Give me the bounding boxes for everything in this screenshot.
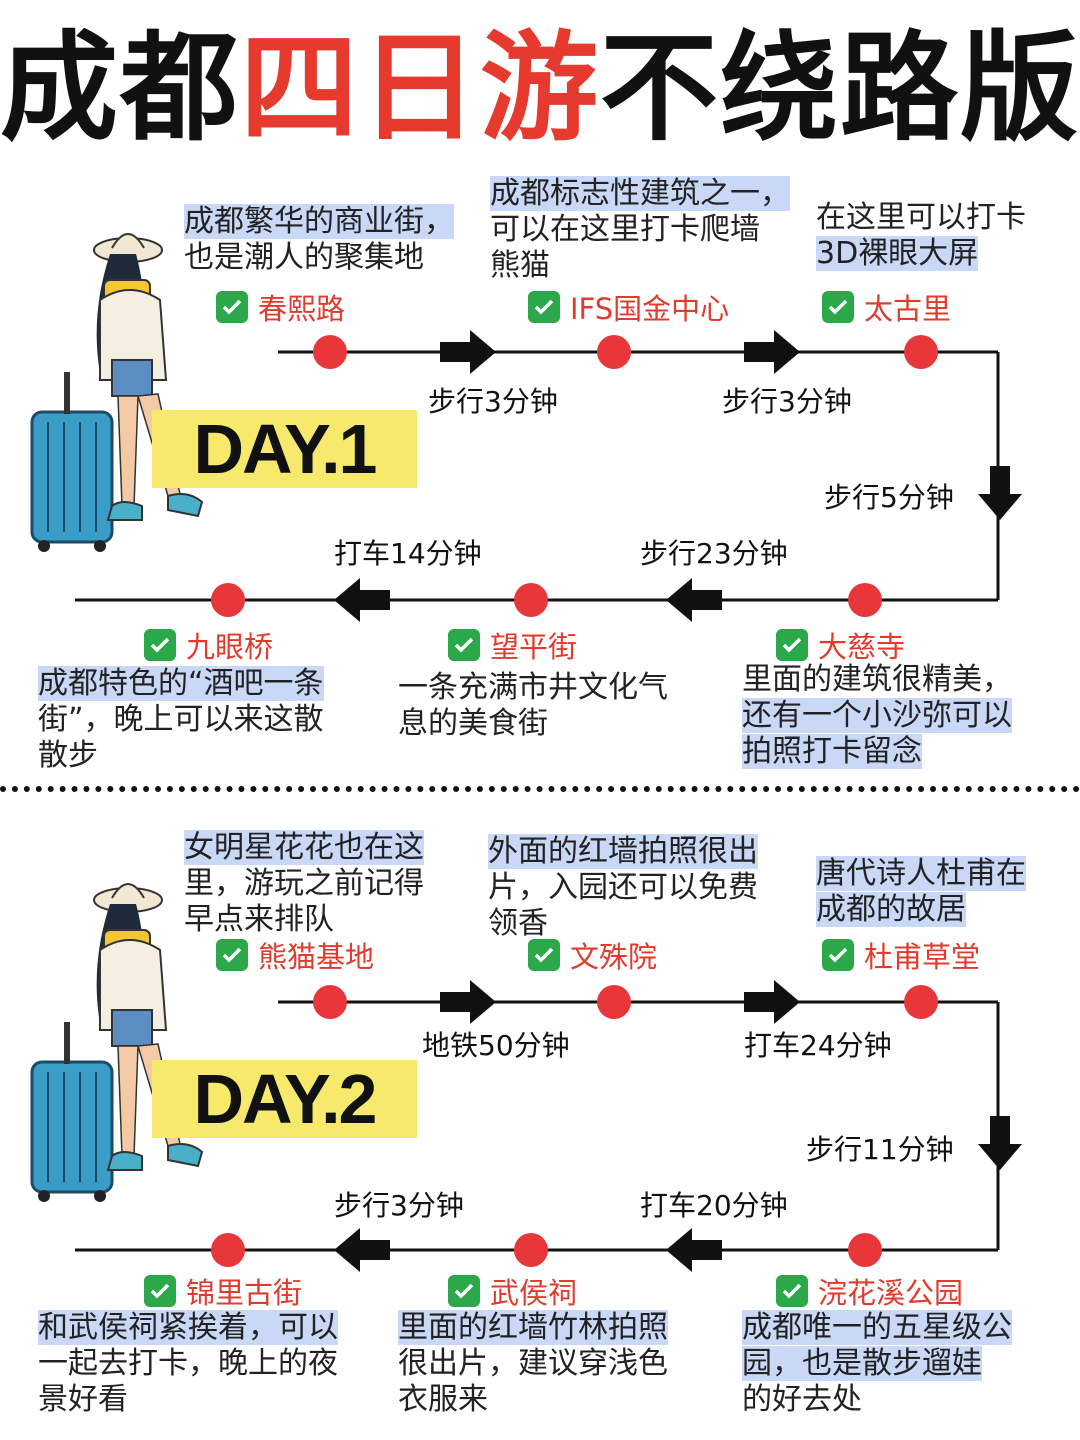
stop-name: 太古里 xyxy=(822,286,951,328)
arrow-left-icon xyxy=(666,1228,722,1272)
arrow-down-icon xyxy=(978,1116,1022,1170)
title-part3: 不绕路版 xyxy=(600,19,1080,157)
stop-name: 文殊院 xyxy=(528,934,657,976)
stop-dot xyxy=(211,1233,245,1267)
stop-description: 成都特色的“酒吧一条街”，晚上可以来这散散步 xyxy=(38,666,324,773)
checkmark-icon xyxy=(822,291,854,323)
day-label: DAY.1 xyxy=(152,410,417,488)
stop-name: 大慈寺 xyxy=(776,624,905,666)
arrow-right-icon xyxy=(744,330,800,374)
stop-dot xyxy=(848,1233,882,1267)
day-1-route xyxy=(30,233,1022,622)
stop-dot xyxy=(514,1233,548,1267)
stop-description: 里面的建筑很精美，还有一个小沙弥可以拍照打卡留念 xyxy=(742,662,1012,769)
arrow-right-icon xyxy=(440,330,496,374)
title-part1: 成都 xyxy=(0,19,241,157)
stop-description: 里面的红墙竹林拍照很出片，建议穿浅色衣服来 xyxy=(398,1310,668,1417)
stop-dot xyxy=(904,335,938,369)
transport-time: 打车14分钟 xyxy=(334,537,482,570)
checkmark-icon xyxy=(216,939,248,971)
arrow-right-icon xyxy=(744,980,800,1024)
stop-name: 九眼桥 xyxy=(144,624,273,666)
stop-dot xyxy=(597,985,631,1019)
stop-dot xyxy=(904,985,938,1019)
transport-time: 步行3分钟 xyxy=(334,1189,464,1222)
page-title: 成都四日游不绕路版 xyxy=(0,18,1080,158)
day-label: DAY.2 xyxy=(152,1060,417,1138)
stop-description: 成都唯一的五星级公园，也是散步遛娃的好去处 xyxy=(742,1310,1012,1417)
traveler-illustration xyxy=(30,233,204,552)
stop-description: 一条充满市井文化气息的美食街 xyxy=(398,670,668,741)
traveler-illustration xyxy=(30,883,204,1202)
stop-dot xyxy=(313,335,347,369)
transport-time: 步行3分钟 xyxy=(428,385,558,418)
stop-dot xyxy=(211,583,245,617)
checkmark-icon xyxy=(528,291,560,323)
stop-dot xyxy=(514,583,548,617)
checkmark-icon xyxy=(528,939,560,971)
stop-dot xyxy=(848,583,882,617)
checkmark-icon xyxy=(822,939,854,971)
stop-description: 外面的红墙拍照很出片，入园还可以免费领香 xyxy=(488,834,758,941)
transport-time: 打车24分钟 xyxy=(744,1029,892,1062)
stop-dot xyxy=(313,985,347,1019)
transport-time: 步行11分钟 xyxy=(806,1133,954,1166)
checkmark-icon xyxy=(144,1275,176,1307)
title-part2: 四日游 xyxy=(240,19,601,157)
day-2-section: DAY.2 女明星花花也在这里，游玩之前记得早点来排队 外面的红墙拍照很出片，入… xyxy=(0,810,1080,1430)
stop-dot xyxy=(597,335,631,369)
checkmark-icon xyxy=(448,629,480,661)
section-divider xyxy=(0,786,1080,792)
stop-description: 成都标志性建筑之一，可以在这里打卡爬墙熊猫 xyxy=(490,176,790,283)
checkmark-icon xyxy=(448,1275,480,1307)
day-1-section: DAY.1 成都繁华的商业街，也是潮人的聚集地 成都标志性建筑之一，可以在这里打… xyxy=(0,160,1080,780)
stop-name: 望平街 xyxy=(448,624,577,666)
stop-description: 女明星花花也在这里，游玩之前记得早点来排队 xyxy=(184,830,424,937)
arrow-down-icon xyxy=(978,466,1022,520)
transport-time: 步行5分钟 xyxy=(824,481,954,514)
stop-name: 浣花溪公园 xyxy=(776,1270,963,1312)
transport-time: 打车20分钟 xyxy=(640,1189,788,1222)
arrow-left-icon xyxy=(334,578,390,622)
arrow-left-icon xyxy=(334,1228,390,1272)
stop-description: 唐代诗人杜甫在成都的故居 xyxy=(816,856,1026,927)
stop-name: 杜甫草堂 xyxy=(822,934,980,976)
transport-time: 步行3分钟 xyxy=(722,385,852,418)
checkmark-icon xyxy=(776,1275,808,1307)
checkmark-icon xyxy=(776,629,808,661)
arrow-left-icon xyxy=(666,578,722,622)
stop-name: 锦里古街 xyxy=(144,1270,302,1312)
checkmark-icon xyxy=(216,291,248,323)
stop-description: 成都繁华的商业街，也是潮人的聚集地 xyxy=(184,204,454,275)
arrow-right-icon xyxy=(440,980,496,1024)
checkmark-icon xyxy=(144,629,176,661)
stop-name: 熊猫基地 xyxy=(216,934,374,976)
transport-time: 地铁50分钟 xyxy=(422,1029,570,1062)
stop-name: 春熙路 xyxy=(216,286,345,328)
transport-time: 步行23分钟 xyxy=(640,537,788,570)
stop-name: IFS国金中心 xyxy=(528,286,729,328)
stop-description: 和武侯祠紧挨着，可以一起去打卡，晚上的夜景好看 xyxy=(38,1310,338,1417)
stop-name: 武侯祠 xyxy=(448,1270,577,1312)
